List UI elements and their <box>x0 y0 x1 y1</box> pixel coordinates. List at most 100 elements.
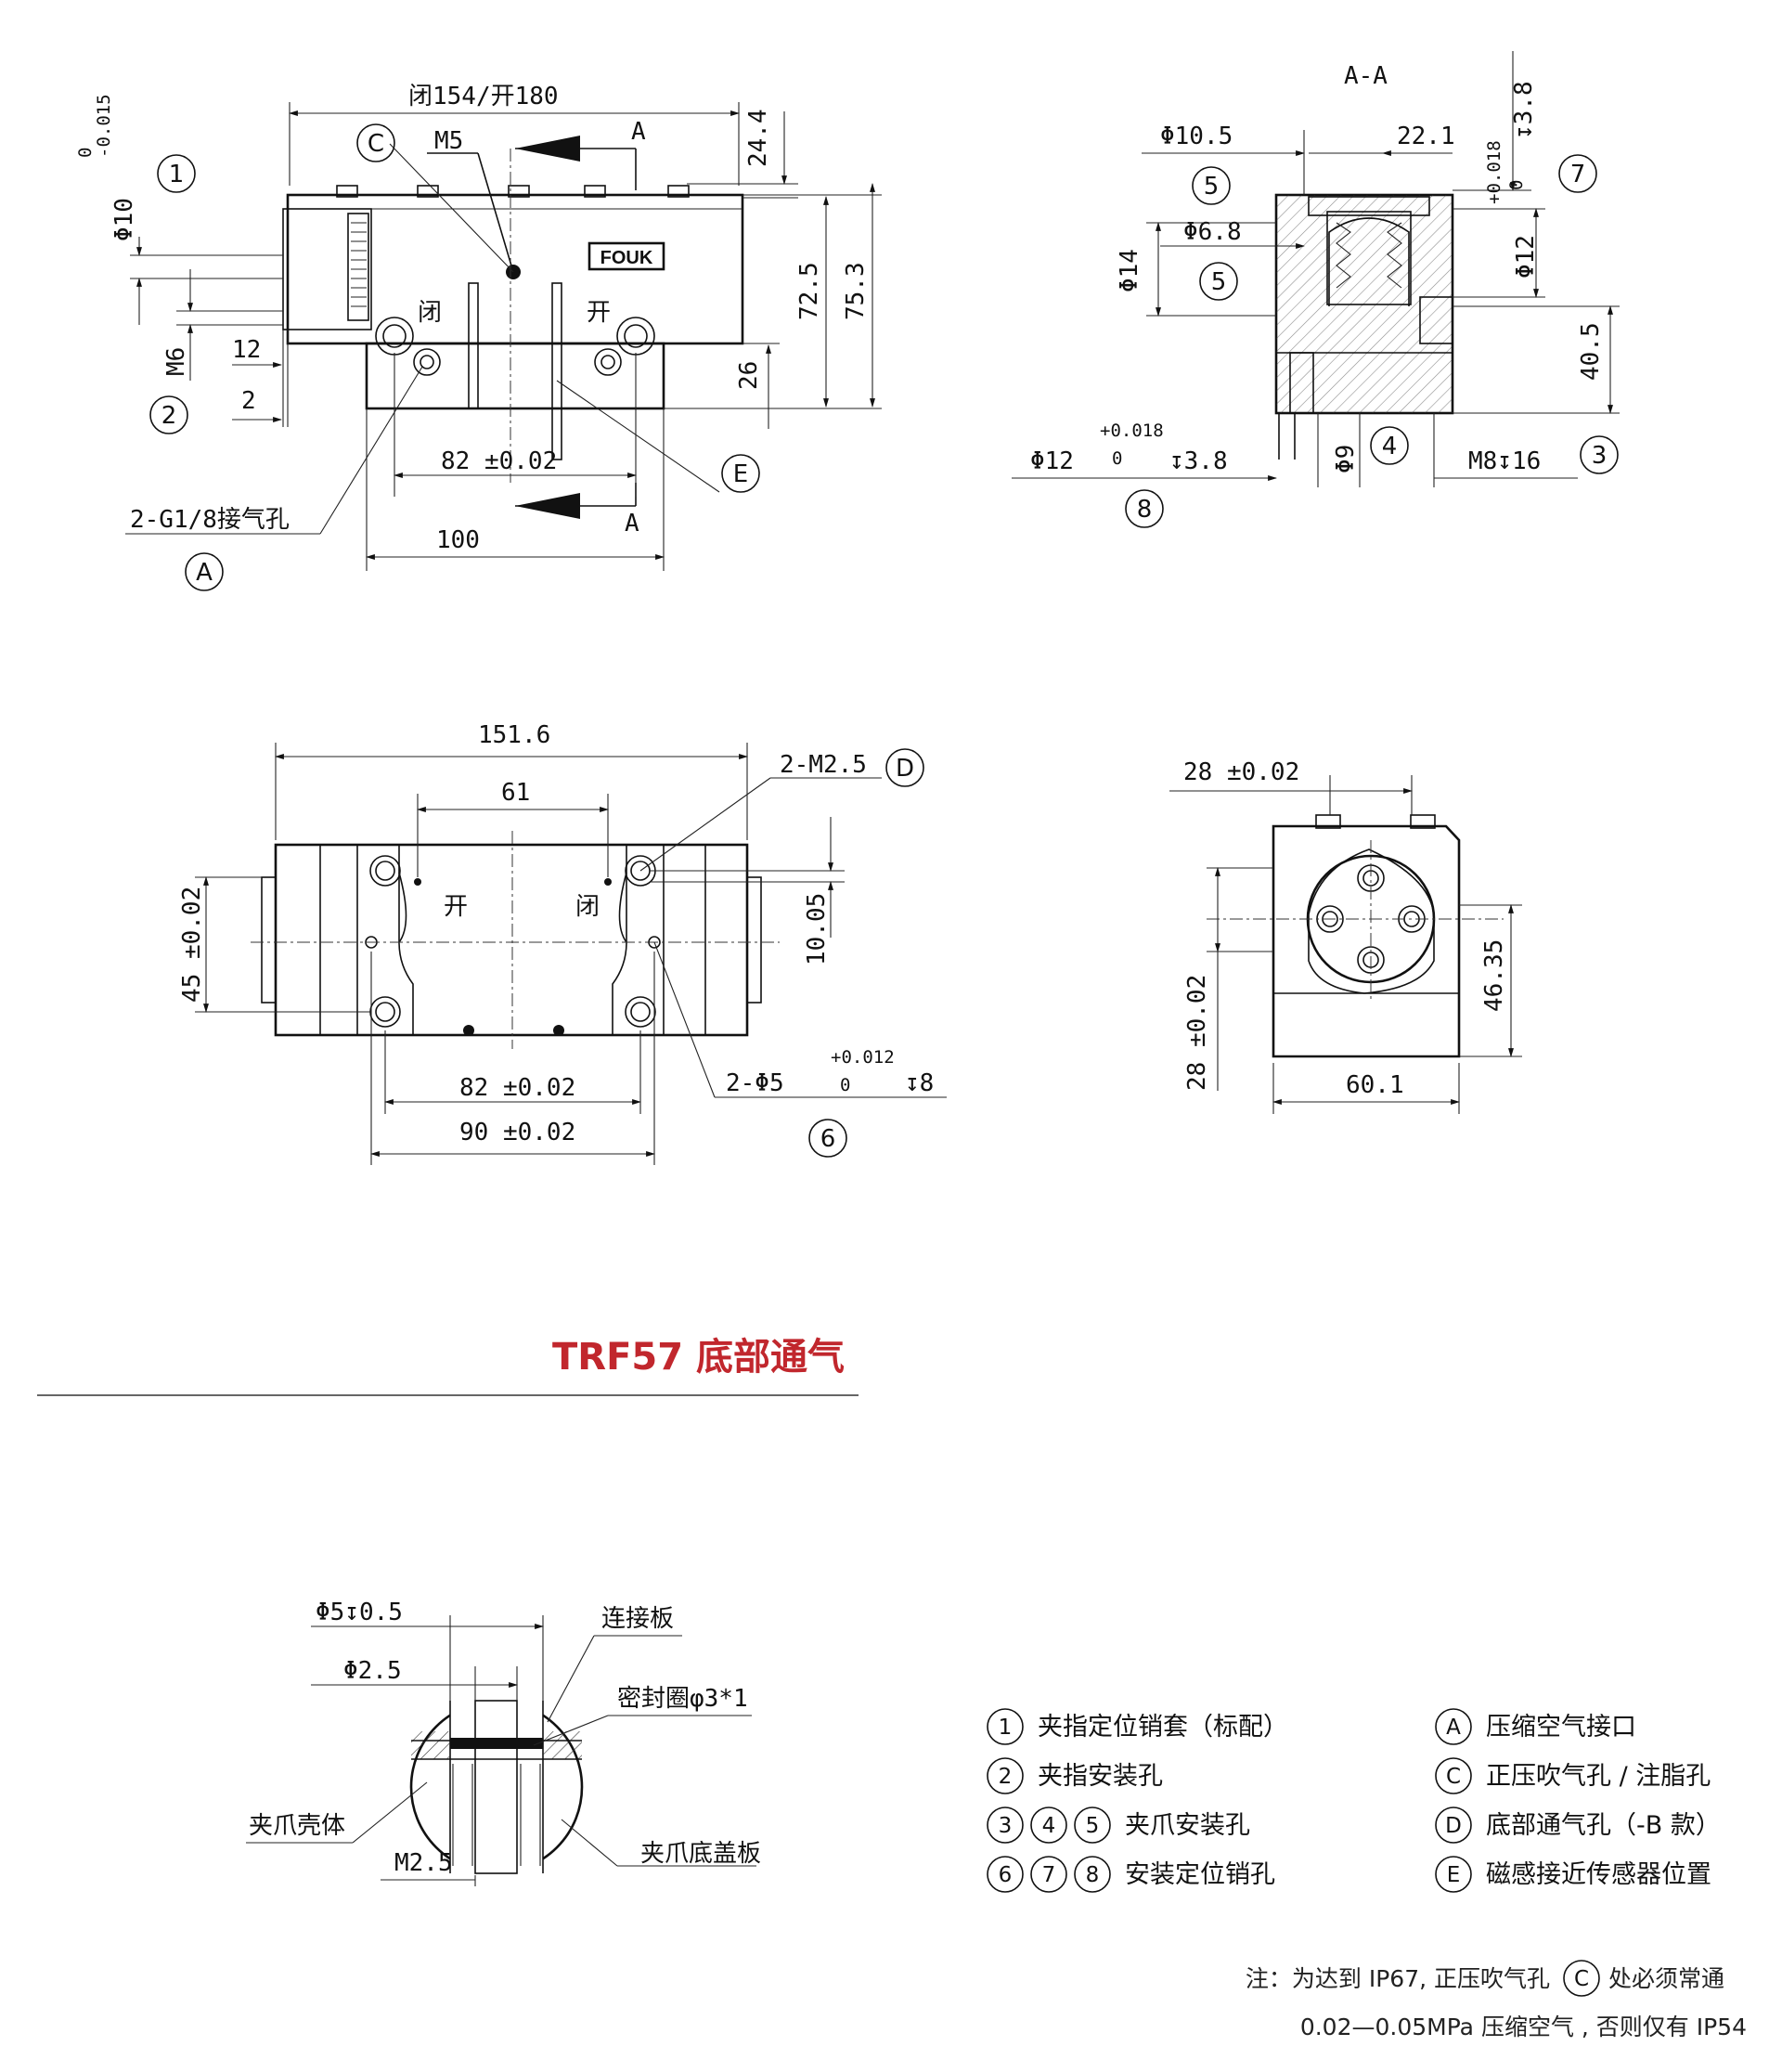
legend-mark-3: 3 <box>999 1814 1013 1838</box>
detail-dim-5: Φ5↧0.5 <box>316 1599 403 1626</box>
side-view: 28 ±0.02 28 ±0.02 46.35 60.1 <box>1169 758 1522 1114</box>
front-bubbles: 1 2 C A E <box>149 123 760 591</box>
detail-seal <box>450 1738 543 1749</box>
note-line1-suffix: 处必须常通 <box>1608 1965 1724 1992</box>
side-dim-28-side: 28 ±0.02 <box>1183 975 1211 1091</box>
front-port-label: 2-G1/8接气孔 <box>130 506 290 534</box>
top-dim-10-05: 10.05 <box>803 893 831 965</box>
bubble-1: 1 <box>169 161 185 188</box>
front-dim-26: 26 <box>735 361 763 390</box>
section-dim-10-5: Φ10.5 <box>1160 123 1233 150</box>
section-title-trf57: TRF57 底部通气 <box>552 1336 845 1379</box>
front-section-a-top: A <box>631 118 646 146</box>
legend-mark-7: 7 <box>1042 1863 1056 1887</box>
bubble-a: A <box>196 559 213 587</box>
detail-label-plate: 连接板 <box>601 1605 674 1633</box>
top-dim-pin: 2-Φ5 <box>726 1069 784 1097</box>
front-dim-m6: M6 <box>162 347 190 376</box>
top-body <box>274 843 749 1037</box>
section-piston-bore <box>1326 211 1412 305</box>
bubble-5b: 5 <box>1211 268 1227 296</box>
front-dim-12: 12 <box>232 336 261 364</box>
legend-mark-c: C <box>1446 1765 1461 1789</box>
front-dim-m5: M5 <box>434 127 463 155</box>
bubble-4: 4 <box>1382 433 1398 460</box>
top-tol-pin-upper: +0.012 <box>831 1047 895 1068</box>
legend-item-c: 正压吹气孔 / 注脂孔 <box>1486 1762 1711 1791</box>
side-dim-46-35: 46.35 <box>1480 939 1508 1012</box>
legend-mark-a: A <box>1446 1716 1461 1740</box>
legend-mark-4: 4 <box>1042 1814 1056 1838</box>
bubble-3: 3 <box>1592 442 1608 470</box>
detail-view: Φ5↧0.5 Φ2.5 连接板 密封圈φ3*1 夹爪壳体 M2.5 夹爪底盖板 <box>246 1599 761 1886</box>
legend-item-345: 夹爪安装孔 <box>1125 1811 1250 1840</box>
legend-mark-2: 2 <box>999 1765 1013 1789</box>
section-dim-9: Φ9 <box>1332 445 1360 473</box>
section-dim-3-8-top: ↧3.8 <box>1510 81 1538 139</box>
section-bubbles: 5 5 7 4 3 8 <box>1125 154 1619 528</box>
detail-dim-2-5: Φ2.5 <box>343 1657 402 1685</box>
brand-logo: FOUK <box>600 248 653 268</box>
detail-label-cover: 夹爪底盖板 <box>640 1840 761 1868</box>
front-view: FOUK M5 闭 开 A A 闭154/开180 <box>75 83 882 571</box>
section-dim-m8: M8↧16 <box>1468 447 1541 475</box>
bubble-e: E <box>733 460 748 488</box>
front-base <box>365 342 665 410</box>
section-dim-14: Φ14 <box>1116 249 1143 292</box>
front-dim-75-3: 75.3 <box>842 262 870 320</box>
legend-item-678: 安装定位销孔 <box>1125 1860 1275 1889</box>
bubble-8: 8 <box>1137 496 1153 524</box>
legend-mark-5: 5 <box>1086 1814 1100 1838</box>
note: 注：为达到 IP67, 正压吹气孔 C 处必须常通 0.02—0.05MPa 压… <box>1246 1960 1747 2040</box>
legend-mark-d: D <box>1445 1814 1462 1838</box>
top-view: 开 闭 151.6 61 2-M2.5 45 ±0.02 10.05 82 ±0… <box>178 721 947 1165</box>
section-view: A-A Φ10.5 22.1 ↧3.8 Φ6.8 Φ14 Φ12 +0.0 <box>1012 51 1620 487</box>
section-tol-bottom-lower: 0 <box>1112 448 1122 469</box>
detail-label-body: 夹爪壳体 <box>249 1812 345 1840</box>
bubble-7: 7 <box>1570 161 1586 188</box>
legend-mark-6: 6 <box>999 1863 1013 1887</box>
bubble-d: D <box>896 755 914 783</box>
legend-mark-8: 8 <box>1086 1863 1100 1887</box>
front-dim-72-5: 72.5 <box>795 262 823 320</box>
legend-mark-1: 1 <box>999 1716 1013 1740</box>
legend-left: 1 夹指定位销套（标配） 2 夹指安装孔 3 4 5 夹爪安装孔 6 7 8 安… <box>987 1708 1288 1893</box>
front-dim-length: 闭154/开180 <box>408 83 559 110</box>
top-dim-m2-5: 2-M2.5 <box>780 751 867 779</box>
detail-label-seal: 密封圈φ3*1 <box>617 1685 748 1713</box>
note-line1-prefix: 注：为达到 IP67, 正压吹气孔 <box>1246 1965 1550 1992</box>
side-dim-28-top: 28 ±0.02 <box>1183 758 1299 786</box>
section-tol-right-upper: +0.018 <box>1484 140 1504 204</box>
section-dim-22-1: 22.1 <box>1397 123 1455 150</box>
top-tol-pin-lower: 0 <box>840 1075 850 1095</box>
front-dim-100: 100 <box>436 526 480 554</box>
section-dim-40-5: 40.5 <box>1577 322 1605 381</box>
legend-mark-e: E <box>1447 1863 1461 1887</box>
front-label-close: 闭 <box>418 299 442 327</box>
top-dim-45: 45 ±0.02 <box>178 887 206 1003</box>
top-bubbles: D 6 <box>808 748 924 1158</box>
top-dim-61: 61 <box>501 779 530 807</box>
top-dim-90: 90 ±0.02 <box>459 1119 575 1146</box>
bubble-2: 2 <box>161 402 177 430</box>
front-label-open: 开 <box>587 299 611 327</box>
front-endcap <box>282 208 372 330</box>
legend: 1 夹指定位销套（标配） 2 夹指安装孔 3 4 5 夹爪安装孔 6 7 8 安… <box>987 1708 1721 1893</box>
legend-item-d: 底部通气孔（-B 款） <box>1486 1811 1721 1840</box>
top-dim-82: 82 ±0.02 <box>459 1074 575 1102</box>
top-dim-pin-depth: ↧8 <box>905 1069 934 1097</box>
section-dim-depth: ↧3.8 <box>1169 447 1228 475</box>
top-label-open: 开 <box>444 893 468 921</box>
side-dim-60-1: 60.1 <box>1346 1071 1404 1099</box>
note-line2: 0.02—0.05MPa 压缩空气 , 否则仅有 IP54 <box>1300 2014 1747 2040</box>
bubble-5a: 5 <box>1204 173 1220 201</box>
front-tol-dia10-lower: -0.015 <box>94 94 114 158</box>
section-title: A-A <box>1344 62 1388 90</box>
section-tol-right-lower: 0 <box>1506 180 1527 190</box>
front-tol-dia10-upper: 0 <box>75 148 96 158</box>
legend-item-a: 压缩空气接口 <box>1486 1713 1636 1742</box>
top-dim-151-6: 151.6 <box>478 721 550 749</box>
bubble-c: C <box>368 130 384 158</box>
legend-right: A 压缩空气接口 C 正压吹气孔 / 注脂孔 D 底部通气孔（-B 款） E 磁… <box>1435 1708 1721 1893</box>
